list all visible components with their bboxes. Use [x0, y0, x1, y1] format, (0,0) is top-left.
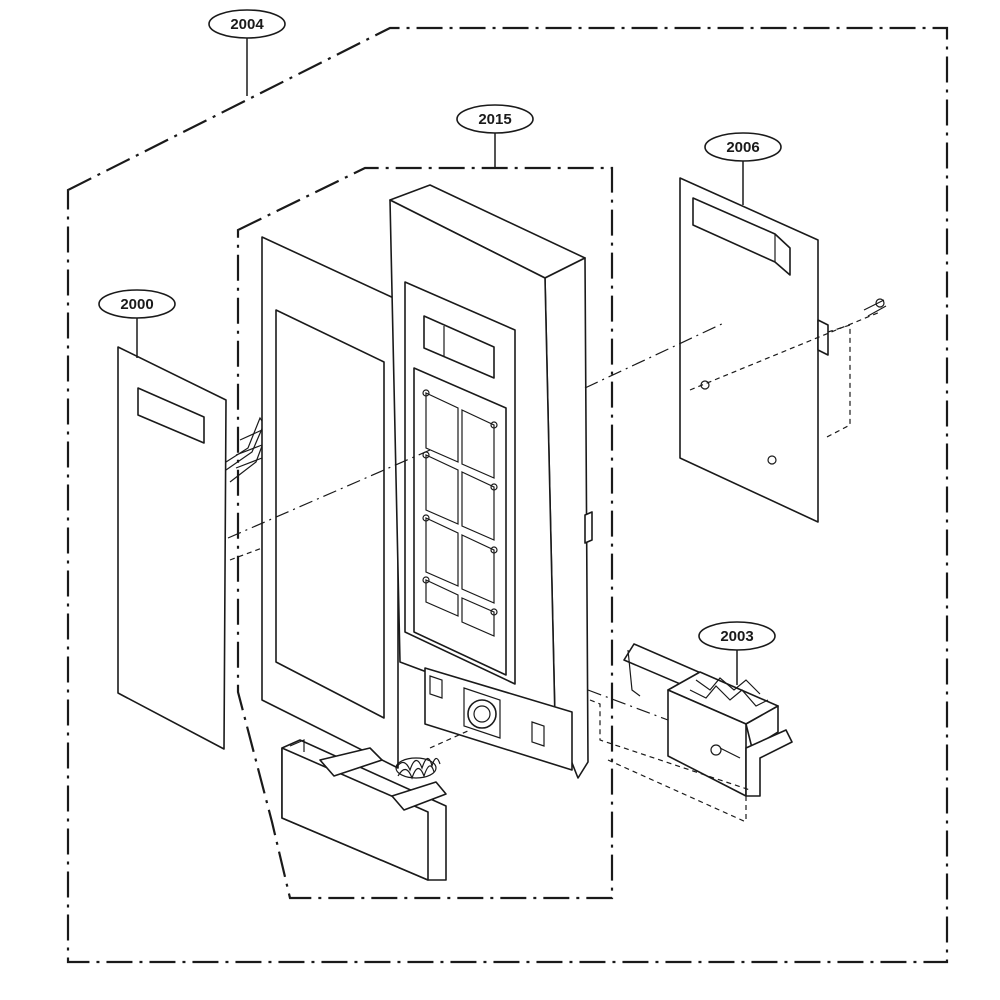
- part-2003-latch-holder: [623, 643, 793, 797]
- callout-label-2003: 2003: [720, 628, 753, 645]
- control-housing: [389, 184, 593, 779]
- callout-label-2006: 2006: [726, 139, 759, 156]
- assembly-boundary-2015: [236, 166, 614, 900]
- callout-2006: 2006: [704, 132, 782, 162]
- callout-label-2004: 2004: [230, 16, 264, 33]
- leader-lines: [136, 38, 744, 685]
- callout-2003: 2003: [698, 621, 776, 651]
- push-button-cover: [281, 739, 447, 881]
- assembly-boundary-2004: [66, 26, 949, 964]
- callout-2004: 2004: [208, 9, 286, 39]
- part-2006-control-board: [679, 177, 829, 523]
- window-frame-panel: [261, 236, 399, 769]
- ribbon-cable: [225, 416, 269, 483]
- screw: [863, 298, 887, 317]
- callout-label-2000: 2000: [120, 296, 153, 313]
- callout-label-2015: 2015: [478, 111, 511, 128]
- alignment-lines: [227, 311, 881, 823]
- callout-2000: 2000: [98, 289, 176, 319]
- part-2000-front-sheet: [117, 346, 227, 750]
- spring: [395, 757, 441, 780]
- callout-2015: 2015: [456, 104, 534, 134]
